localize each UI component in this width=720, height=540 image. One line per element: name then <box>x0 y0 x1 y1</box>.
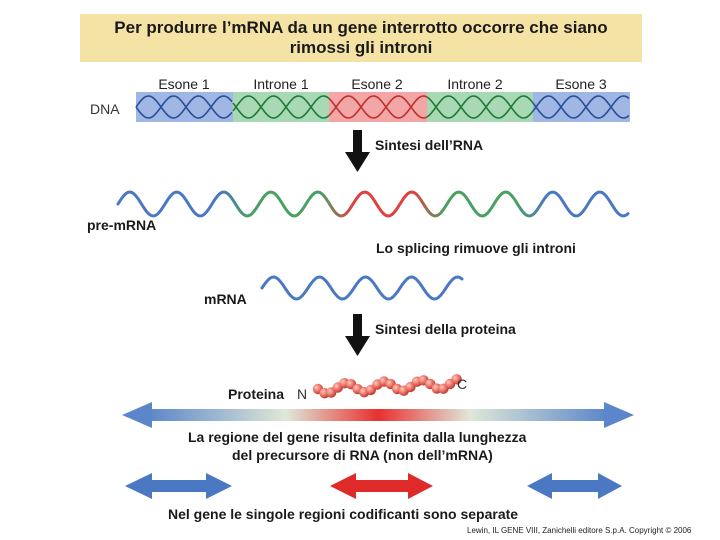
region-caption-line-2: del precursore di RNA (non dell’mRNA) <box>232 447 493 463</box>
exon-2-arrow <box>330 473 433 499</box>
segment-label-intron-1: Introne 1 <box>253 76 309 92</box>
title-line-1: Per produrre l’mRNA da un gene interrott… <box>114 18 608 37</box>
title-banner: Per produrre l’mRNA da un gene interrott… <box>80 14 642 62</box>
dna-strand <box>426 95 534 119</box>
rna-synthesis-label: Sintesi dell’RNA <box>375 137 484 153</box>
segment-label-exon-2: Esone 2 <box>351 76 403 92</box>
down-arrow-protein-synthesis-icon <box>345 314 370 356</box>
protein-chain <box>312 374 462 399</box>
dna-strand <box>328 95 428 119</box>
copyright-credit: Lewin, IL GENE VIII, Zanichelli editore … <box>467 526 692 535</box>
protein-synthesis-label: Sintesi della proteina <box>375 321 516 337</box>
splicing-label: Lo splicing rimuove gli introni <box>376 240 576 256</box>
down-arrow-rna-synthesis-icon <box>345 130 370 172</box>
dna-block-intron-2 <box>427 92 533 122</box>
segment-label-intron-2: Introne 2 <box>447 76 503 92</box>
dna-strand <box>232 95 330 119</box>
dna-strand <box>426 95 534 119</box>
dna-block-exon-3 <box>533 92 630 122</box>
mrna-strand <box>260 275 464 301</box>
region-caption-line-1: La regione del gene risulta definita dal… <box>188 429 527 445</box>
mrna-label: mRNA <box>204 291 247 307</box>
amino-acid-bead <box>451 374 462 385</box>
dna-strand <box>232 95 330 119</box>
segment-label-exon-3: Esone 3 <box>555 76 607 92</box>
separate-regions-caption: Nel gene le singole regioni codificanti … <box>168 506 519 522</box>
dna-strand <box>532 95 630 119</box>
gene-region-double-arrow <box>122 402 634 428</box>
dna-strand <box>135 95 233 119</box>
n-terminus-label: N <box>297 386 308 402</box>
dna-strand <box>532 95 630 119</box>
dna-helix <box>135 92 630 122</box>
exon-3-arrow <box>527 473 622 499</box>
dna-block-intron-1 <box>233 92 329 122</box>
dna-strand <box>135 95 233 119</box>
pre-mrna-strand <box>116 190 630 218</box>
title-line-2: rimossi gli introni <box>289 38 433 57</box>
pre-mrna-label: pre-mRNA <box>87 217 157 233</box>
dna-label: DNA <box>90 101 120 117</box>
c-terminus-label: C <box>457 376 468 392</box>
exon-1-arrow <box>125 473 232 499</box>
segment-label-exon-1: Esone 1 <box>158 76 210 92</box>
dna-block-exon-2 <box>329 92 427 122</box>
protein-label: Proteina <box>228 386 285 402</box>
